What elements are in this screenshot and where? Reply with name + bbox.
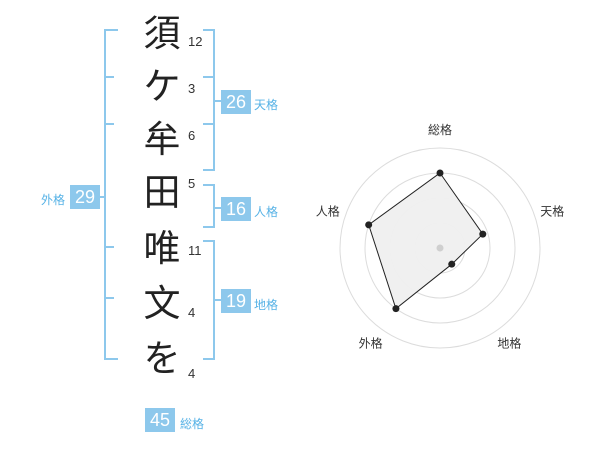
stroke-count-6: 4	[188, 305, 196, 320]
ten-label: 天格	[254, 98, 279, 112]
name-char-1: 須	[143, 12, 181, 55]
stroke-count-1: 12	[188, 34, 203, 49]
name-char-3: 牟	[143, 118, 181, 161]
stroke-count-2: 3	[188, 81, 196, 96]
name-char-7: を	[143, 337, 181, 380]
radar-shape	[368, 172, 484, 310]
stroke-count-5: 11	[188, 243, 202, 258]
radar-axis-label: 地格	[497, 335, 521, 350]
chi-badge: 19	[221, 289, 251, 313]
radar-point	[479, 230, 487, 238]
jin-badge: 16	[221, 197, 251, 221]
name-char-4: 田	[143, 171, 181, 214]
name-char-6: 文	[143, 282, 181, 325]
jin-label: 人格	[254, 205, 279, 219]
name-char-2: ケ	[143, 65, 181, 108]
stroke-count-3: 6	[188, 128, 196, 143]
ten-badge: 26	[221, 90, 251, 114]
so-label: 総格	[180, 417, 205, 431]
radar-points	[365, 169, 487, 313]
radar-axis-label: 外格	[359, 335, 383, 350]
so-badge: 45	[145, 408, 175, 432]
radar-point	[392, 305, 400, 313]
radar-axis-label: 総格	[428, 122, 452, 137]
stroke-count-7: 4	[188, 366, 196, 381]
radar-ring	[339, 147, 541, 349]
radar-axis-label: 人格	[316, 204, 340, 219]
gai-label: 外格	[41, 193, 66, 207]
radar-point	[436, 169, 444, 177]
stroke-count-4: 5	[188, 176, 196, 191]
radar-center-dot	[436, 244, 444, 252]
gai-badge: 29	[70, 185, 100, 209]
radar-point	[365, 221, 373, 229]
name-char-5: 唯	[143, 227, 181, 270]
chi-label: 地格	[254, 298, 279, 312]
radar-point	[448, 260, 456, 268]
radar-axis-label: 天格	[540, 204, 564, 219]
